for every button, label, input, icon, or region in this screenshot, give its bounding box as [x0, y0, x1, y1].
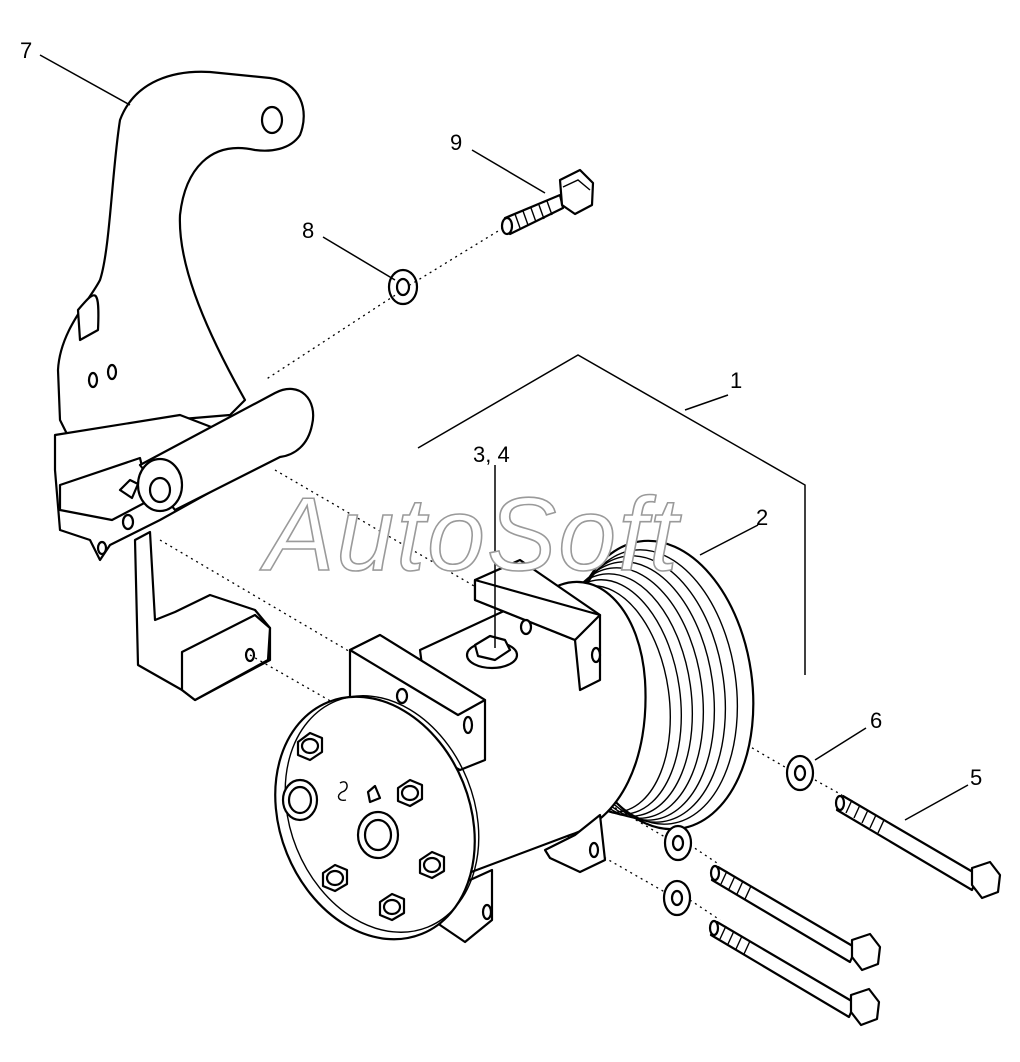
washer-6 — [663, 824, 693, 862]
washer-6 — [785, 754, 815, 792]
callout-6: 6 — [870, 708, 882, 733]
bolt-5 — [708, 919, 881, 1027]
mounting-bracket — [53, 70, 315, 702]
discharge-port — [356, 810, 400, 860]
callout-1: 1 — [730, 368, 742, 393]
assembly-bracket-line — [417, 354, 806, 675]
callout-8: 8 — [302, 218, 314, 243]
callout-5: 5 — [970, 765, 982, 790]
bolt-9 — [500, 168, 595, 236]
compressor-assembly — [274, 539, 755, 944]
suction-port — [281, 778, 319, 822]
head-bolt — [296, 731, 324, 762]
head-bolt — [396, 778, 424, 808]
head-bolt — [378, 892, 406, 922]
watermark-text: AutoSoft — [259, 477, 682, 593]
head-bolt — [418, 850, 446, 880]
head-bolt — [321, 863, 349, 893]
bolt-5 — [709, 864, 882, 972]
callout-3-4: 3, 4 — [473, 442, 510, 467]
callout-2: 2 — [756, 505, 768, 530]
washer-6 — [662, 879, 692, 917]
callout-9: 9 — [450, 130, 462, 155]
callout-7: 7 — [20, 38, 32, 63]
leader-lines — [39, 54, 969, 821]
washer-8 — [387, 268, 419, 306]
bolt-5 — [834, 794, 1002, 900]
